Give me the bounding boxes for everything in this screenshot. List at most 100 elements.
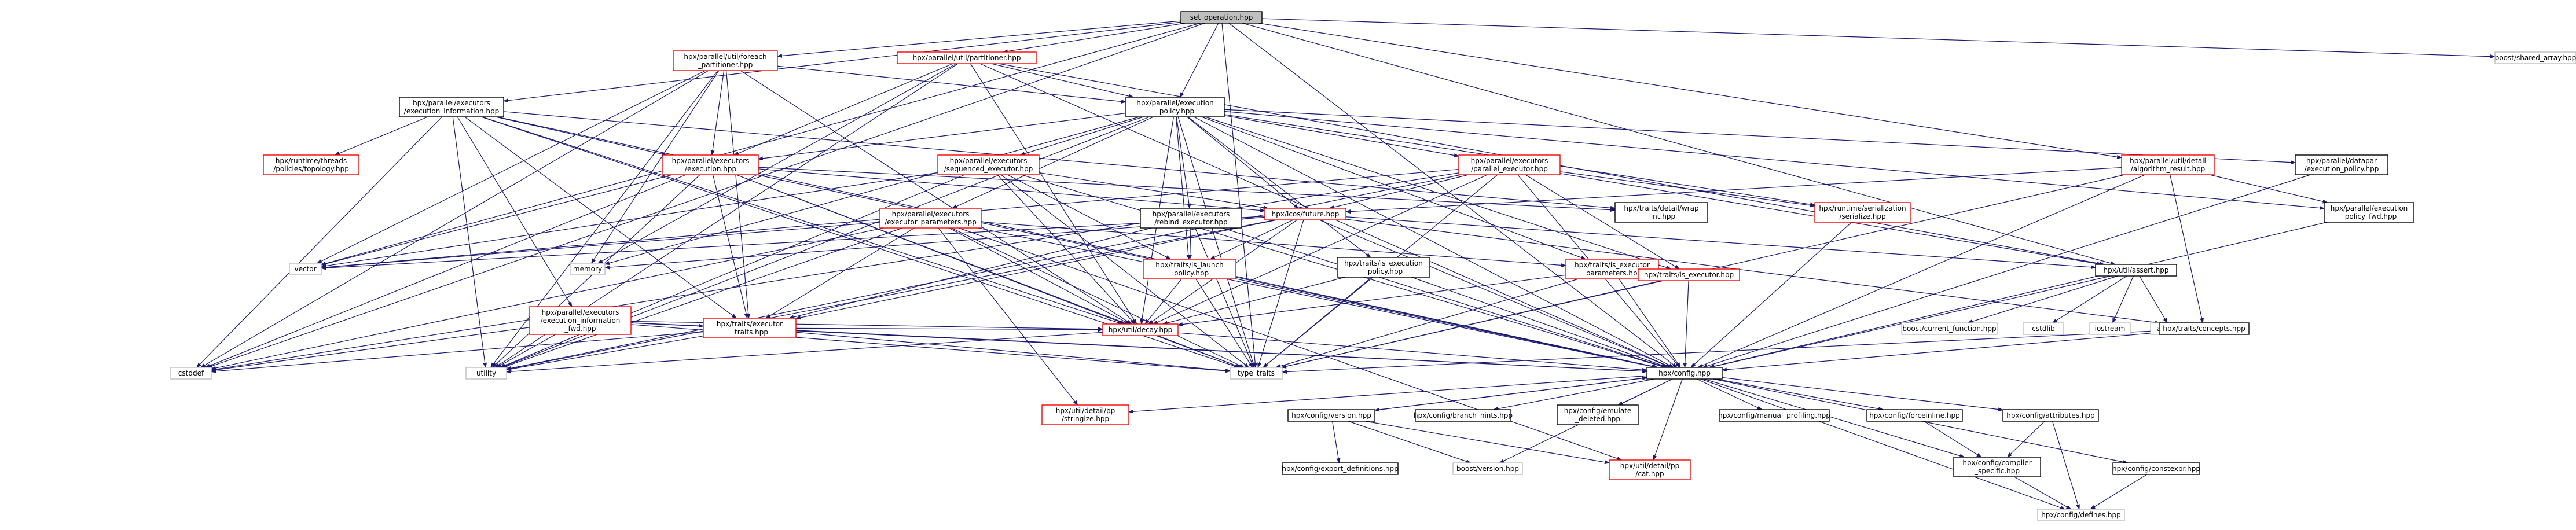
edge-info_fwd-to-cstddef [211, 327, 530, 372]
node-label: hpx/config/manual_profiling.hpp [1718, 411, 1830, 419]
node-seq_exec[interactable]: hpx/parallel/executors/sequenced_executo… [937, 154, 1040, 175]
node-box [703, 318, 797, 338]
edge-execution-to-exec_traits [712, 174, 748, 319]
edge-algo_result-to-concepts [2170, 174, 2204, 323]
edge-future-to-exec_traits [795, 219, 1278, 320]
node-label: hpx/util/detail/pp [1056, 407, 1115, 415]
edge-config-to-stringize [1128, 375, 1647, 414]
edge-config-to-forceinline [1716, 378, 1884, 411]
node-emulate_deleted[interactable]: hpx/config/emulate_deleted.hpp [1557, 404, 1639, 425]
node-algo_result[interactable]: hpx/parallel/util/detail/algorithm_resul… [2121, 154, 2215, 175]
edge-foreach-to-memory [591, 70, 720, 264]
node-defines[interactable]: hpx/config/defines.hpp [2037, 509, 2125, 521]
edge-exec_policy-to-exec_params [951, 116, 1154, 209]
node-label: /cat.hpp [1635, 470, 1664, 478]
node-execution[interactable]: hpx/parallel/executors/execution.hpp [662, 154, 759, 175]
node-boost_version[interactable]: boost/version.hpp [1452, 462, 1523, 475]
node-iostream[interactable]: iostream [2089, 322, 2131, 335]
node-box [2037, 509, 2125, 521]
node-memory[interactable]: memory [570, 263, 606, 275]
edge-config-to-compiler_specific [1704, 378, 1965, 458]
node-wrap_int[interactable]: hpx/traits/detail/wrap_int.hpp [1614, 202, 1708, 223]
node-label: _policy_fwd.hpp [2341, 212, 2397, 220]
node-topology[interactable]: hpx/runtime/threads/policies/topology.hp… [263, 154, 359, 175]
node-is_launch_policy[interactable]: hpx/traits/is_launch_policy.hpp [1143, 259, 1236, 279]
edge-par_exec-to-is_executor [1525, 174, 1680, 270]
node-label: hpx/parallel/util/foreach [684, 53, 766, 61]
node-label: hpx/parallel/executors [1471, 157, 1548, 165]
node-box [2089, 322, 2131, 335]
node-exec_params[interactable]: hpx/parallel/executors/executor_paramete… [879, 208, 982, 229]
node-datapar_policy[interactable]: hpx/parallel/datapar/execution_policy.hp… [2295, 154, 2388, 175]
node-concepts[interactable]: hpx/traits/concepts.hpp [2159, 322, 2250, 335]
edge-root-to-exec_policy [1180, 23, 1219, 98]
node-config[interactable]: hpx/config.hpp [1646, 367, 1723, 380]
node-stringize[interactable]: hpx/util/detail/pp/stringize.hpp [1041, 404, 1129, 425]
edge-decay-to-utility [506, 332, 1103, 374]
edge-is_exec_params-to-type_traits [1275, 278, 1579, 369]
node-forceinline[interactable]: hpx/config/forceinline.hpp [1866, 409, 1963, 422]
edge-partitioner-to-memory [597, 63, 957, 264]
node-assert[interactable]: hpx/util/assert.hpp [2095, 264, 2177, 277]
node-constexpr[interactable]: hpx/config/constexpr.hpp [2112, 462, 2200, 475]
node-label: utility [476, 369, 496, 377]
node-rebind_exec[interactable]: hpx/parallel/executors/rebind_executor.h… [1140, 208, 1242, 229]
node-label: hpx/util/decay.hpp [1109, 326, 1172, 334]
edge-exec_info-to-exec_traits [464, 116, 737, 319]
node-export_defs[interactable]: hpx/config/export_definitions.hpp [1282, 462, 1399, 475]
edge-partitioner-to-exec_policy [991, 63, 1134, 98]
edge-execution-to-cstddef [205, 174, 687, 368]
node-box [1557, 404, 1639, 425]
edge-exec_info-to-execution [495, 116, 667, 156]
node-manual_profiling[interactable]: hpx/config/manual_profiling.hpp [1718, 409, 1830, 422]
node-cat[interactable]: hpx/util/detail/pp/cat.hpp [1609, 459, 1691, 480]
node-label: boost/version.hpp [1456, 465, 1519, 473]
node-exec_traits[interactable]: hpx/traits/executor_traits.hpp [703, 318, 797, 338]
node-policy_fwd[interactable]: hpx/parallel/execution_policy_fwd.hpp [2324, 202, 2414, 223]
edge-decay-to-config [1177, 332, 1647, 372]
node-cstdlib[interactable]: cstdlib [2023, 322, 2064, 335]
node-info_fwd[interactable]: hpx/parallel/executors/execution_informa… [529, 306, 632, 335]
node-foreach[interactable]: hpx/parallel/util/foreach_partitioner.hp… [673, 50, 778, 71]
node-label: _traits.hpp [731, 328, 768, 336]
node-label: hpx/traits/is_executor.hpp [1644, 271, 1734, 279]
node-label: hpx/config/emulate [1564, 407, 1632, 415]
node-cstddef[interactable]: cstddef [170, 367, 212, 380]
edge-version-to-boost_version [1348, 421, 1472, 463]
node-utility[interactable]: utility [465, 367, 507, 380]
node-current_function[interactable]: boost/current_function.hpp [1901, 322, 1998, 335]
node-type_traits[interactable]: type_traits [1230, 367, 1283, 380]
node-decay[interactable]: hpx/util/decay.hpp [1102, 323, 1179, 336]
node-label: _policy.hpp [1170, 269, 1209, 277]
node-shared_array[interactable]: boost/shared_array.hpp [2494, 51, 2576, 64]
edge-partitioner-to-decay [970, 63, 1137, 325]
node-label: hpx/parallel/execution [1136, 99, 1214, 107]
node-box [1287, 409, 1375, 422]
node-attributes[interactable]: hpx/config/attributes.hpp [2002, 409, 2099, 422]
edge-rebind_exec-to-type_traits [1195, 227, 1254, 368]
edge-info_fwd-to-utility [496, 334, 556, 368]
node-branch_hints[interactable]: hpx/config/branch_hints.hpp [1414, 409, 1513, 422]
node-exec_policy[interactable]: hpx/parallel/execution_policy.hpp [1125, 97, 1225, 117]
node-is_executor[interactable]: hpx/traits/is_executor.hpp [1638, 268, 1740, 281]
node-box [570, 263, 606, 275]
node-label: _partitioner.hpp [698, 61, 753, 69]
edge-exec_policy-to-is_launch_policy [1175, 116, 1191, 260]
node-vector[interactable]: vector [289, 263, 322, 275]
node-future[interactable]: hpx/lcos/future.hpp [1264, 208, 1346, 220]
node-partitioner[interactable]: hpx/parallel/util/partitioner.hpp [897, 51, 1037, 64]
node-label: hpx/config/compiler [1962, 459, 2031, 467]
node-label: boost/shared_array.hpp [2495, 54, 2576, 62]
node-par_exec[interactable]: hpx/parallel/executors/parallel_executor… [1458, 154, 1561, 175]
node-exec_info[interactable]: hpx/parallel/executors/execution_informa… [399, 97, 504, 117]
node-compiler_specific[interactable]: hpx/config/compiler_specific.hpp [1953, 457, 2041, 477]
node-serialize[interactable]: hpx/runtime/serialization/serialize.hpp [1814, 202, 1911, 223]
node-label: hpx/config/defines.hpp [2041, 511, 2121, 519]
edge-exec_policy-to-is_executor [1205, 116, 1672, 270]
edge-assert-to-assert_h [2139, 275, 2168, 323]
node-root[interactable]: set_operation.hpp [1180, 11, 1263, 24]
node-version[interactable]: hpx/config/version.hpp [1287, 409, 1375, 422]
node-box [2121, 154, 2215, 175]
edge-algo_result-to-policy_fwd [2209, 174, 2328, 204]
node-is_exec_policy[interactable]: hpx/traits/is_execution_policy.hpp [1337, 257, 1430, 278]
